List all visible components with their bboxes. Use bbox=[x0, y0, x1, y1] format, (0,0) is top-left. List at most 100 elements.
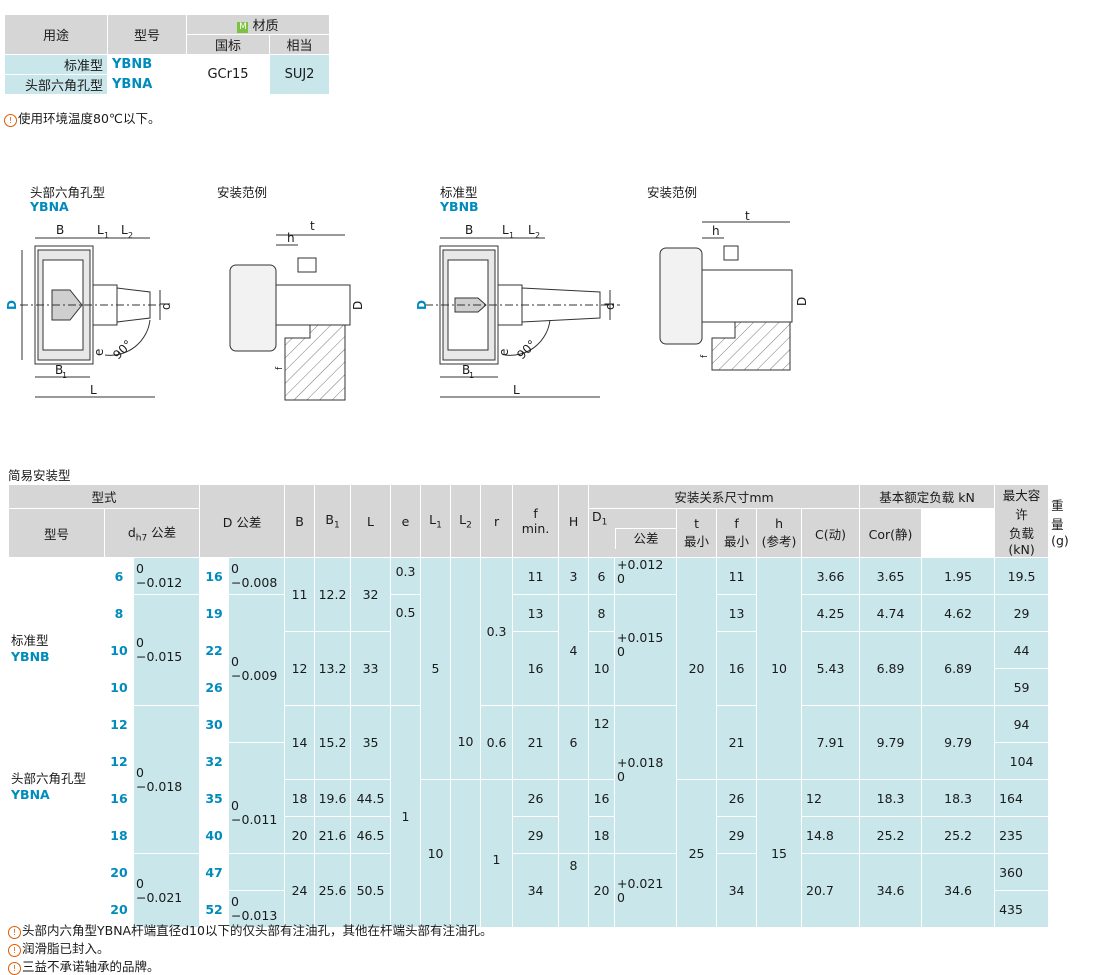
C-20.7: 20.7 bbox=[801, 853, 861, 928]
D1-6: 6 bbox=[588, 557, 616, 595]
model-ybnb: YBNB bbox=[107, 54, 187, 75]
w-44: 44 bbox=[994, 631, 1050, 669]
d-10b: 10 bbox=[104, 668, 134, 706]
hdr-C: C(动) bbox=[801, 508, 861, 558]
hdr-D: D 公差 bbox=[199, 484, 286, 558]
D-tol-2: 0−0.009 bbox=[228, 594, 286, 743]
D1-8: 8 bbox=[588, 594, 616, 632]
f2-13: 13 bbox=[716, 594, 758, 632]
f2-34: 34 bbox=[716, 853, 758, 928]
label-D1-left: D bbox=[351, 301, 365, 310]
hdr-mount: 安装关系尺寸mm bbox=[588, 483, 861, 510]
w-29: 29 bbox=[994, 594, 1050, 632]
material-badge-icon: M bbox=[237, 22, 249, 33]
f2-21: 21 bbox=[716, 705, 758, 780]
Cor-18.3: 18.3 bbox=[859, 779, 923, 817]
D-32: 32 bbox=[199, 742, 230, 780]
Cor-25.2: 25.2 bbox=[859, 816, 923, 854]
D1-20: 20 bbox=[588, 853, 616, 928]
label-f-right: f bbox=[700, 354, 710, 358]
max-25.2: 25.2 bbox=[921, 816, 996, 854]
svg-text:2: 2 bbox=[128, 231, 133, 240]
C-12: 12 bbox=[801, 779, 861, 817]
label-d: d bbox=[159, 302, 173, 310]
drawing-code-ybna: YBNA bbox=[30, 199, 69, 214]
hdr-r: r bbox=[480, 484, 514, 558]
label-h-left: h bbox=[287, 231, 295, 245]
Cor-4.74: 4.74 bbox=[859, 594, 923, 632]
notice-icon: ! bbox=[8, 944, 21, 957]
w-94: 94 bbox=[994, 705, 1050, 743]
e-0.3: 0.3 bbox=[390, 557, 422, 595]
H-8: 8 bbox=[558, 853, 590, 928]
B-11: 11 bbox=[284, 557, 316, 632]
svg-text:1: 1 bbox=[469, 371, 474, 380]
D-tol-1: 0−0.008 bbox=[228, 557, 286, 595]
C-4.25: 4.25 bbox=[801, 594, 861, 632]
D-tol-3: 0−0.011 bbox=[228, 742, 286, 854]
L-44.5: 44.5 bbox=[350, 779, 392, 817]
drawing-example-left: 安装范例 bbox=[217, 185, 268, 200]
L-33: 33 bbox=[350, 631, 392, 706]
drawing-title-hex: 头部六角孔型 bbox=[30, 185, 106, 200]
f-16: 16 bbox=[512, 631, 560, 706]
D-19: 19 bbox=[199, 594, 230, 632]
H-4: 4 bbox=[558, 594, 590, 706]
label-angle-right: 90° bbox=[514, 337, 539, 362]
H-3: 3 bbox=[558, 557, 590, 595]
f2-16: 16 bbox=[716, 631, 758, 706]
max-4.62: 4.62 bbox=[921, 594, 996, 632]
f-34: 34 bbox=[512, 853, 560, 928]
r-0.3: 0.3 bbox=[480, 557, 514, 706]
r-0.6: 0.6 bbox=[480, 705, 514, 780]
notice-icon: ! bbox=[8, 926, 21, 939]
max-34.6: 34.6 bbox=[921, 853, 996, 928]
e-0.5: 0.5 bbox=[390, 594, 422, 706]
D-52: 52 bbox=[199, 890, 230, 928]
h-15: 15 bbox=[756, 779, 803, 928]
D-35: 35 bbox=[199, 779, 230, 817]
use-hex: 头部六角孔型 bbox=[4, 74, 108, 95]
d-16: 16 bbox=[104, 779, 134, 817]
d-12b: 12 bbox=[104, 742, 134, 780]
hdr-e: e bbox=[390, 484, 422, 558]
label-B: B bbox=[56, 223, 64, 237]
f-21: 21 bbox=[512, 705, 560, 780]
D-16: 16 bbox=[199, 557, 230, 595]
col-use: 用途 bbox=[4, 14, 108, 55]
drawing-code-ybnb: YBNB bbox=[440, 199, 479, 214]
drawing-example-right: 安装范例 bbox=[647, 185, 698, 200]
d-tol-2: 0−0.015 bbox=[132, 594, 201, 706]
max-18.3: 18.3 bbox=[921, 779, 996, 817]
w-59: 59 bbox=[994, 668, 1050, 706]
B-12: 12 bbox=[284, 631, 316, 706]
L-50.5: 50.5 bbox=[350, 853, 392, 928]
C-5.43: 5.43 bbox=[801, 631, 861, 706]
t-25: 25 bbox=[676, 779, 718, 928]
hdr-d-tol: dh7 公差 bbox=[103, 508, 201, 558]
label-B-right: B bbox=[465, 223, 473, 237]
D-47: 47 bbox=[199, 853, 230, 891]
w-360: 360 bbox=[994, 853, 1050, 891]
section-title: 简易安装型 bbox=[8, 468, 71, 483]
label-t-right: t bbox=[745, 210, 750, 223]
label-d-right: d bbox=[603, 302, 617, 310]
f2-11: 11 bbox=[716, 557, 758, 595]
col-gb: 国标 bbox=[186, 34, 270, 55]
L-35: 35 bbox=[350, 705, 392, 780]
d-6: 6 bbox=[104, 557, 134, 595]
L-46.5: 46.5 bbox=[350, 816, 392, 854]
label-angle: 90° bbox=[110, 337, 135, 362]
temp-note: !使用环境温度80℃以下。 bbox=[4, 108, 160, 127]
label-L2-right: L bbox=[528, 223, 535, 237]
D1-18: 18 bbox=[588, 816, 616, 854]
D-40: 40 bbox=[199, 816, 230, 854]
L2-10: 10 bbox=[450, 557, 482, 780]
label-L-right: L bbox=[513, 383, 520, 397]
d-tol-4: 0−0.021 bbox=[132, 853, 201, 928]
